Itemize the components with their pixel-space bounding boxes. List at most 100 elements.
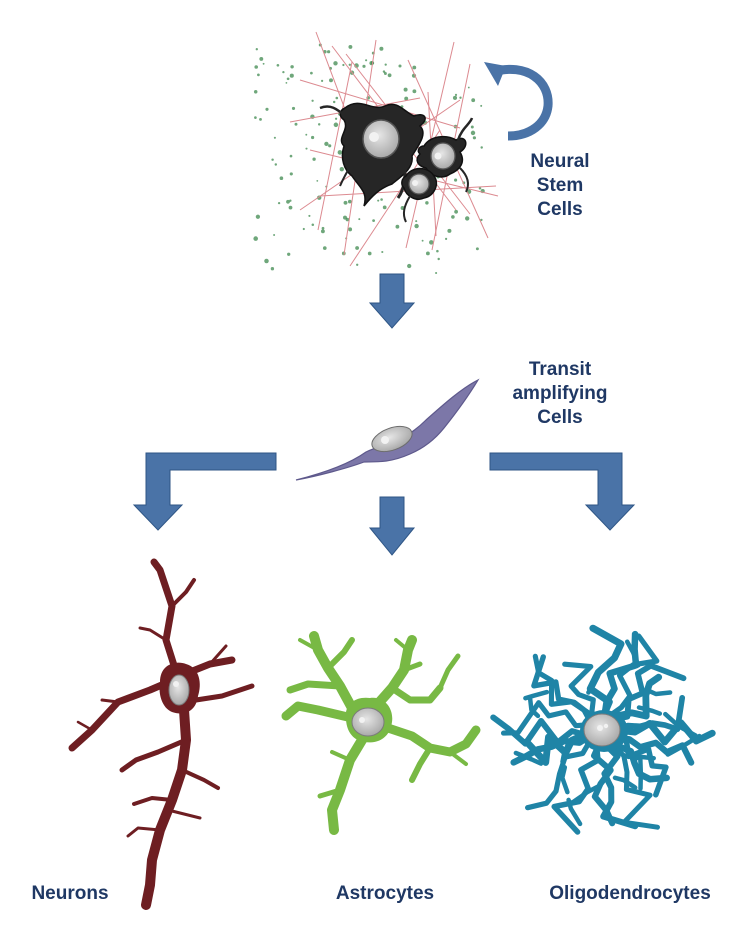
niche-dot xyxy=(257,73,260,77)
niche-dot xyxy=(294,122,298,126)
niche-dot xyxy=(273,234,276,236)
branch-arrow-left xyxy=(132,452,277,531)
niche-dot xyxy=(454,178,458,182)
astrocyte-body xyxy=(345,697,393,743)
niche-dot xyxy=(425,201,429,205)
niche-dot xyxy=(412,65,417,70)
oligodendrocyte-process-branch xyxy=(566,797,583,827)
niche-dot xyxy=(355,246,360,250)
circular-arrow-icon xyxy=(484,62,553,141)
niche-dot xyxy=(377,199,380,202)
niche-dot xyxy=(255,214,261,219)
niche-dot xyxy=(398,64,402,68)
niche-dot xyxy=(289,154,293,158)
niche-dot xyxy=(379,46,384,51)
niche-dot xyxy=(310,135,315,140)
niche-dot xyxy=(287,252,291,256)
stem-cell-small xyxy=(401,167,438,223)
niche-dot xyxy=(429,240,434,245)
niche-dot xyxy=(356,263,359,266)
niche-dot xyxy=(254,116,257,119)
niche-dot xyxy=(277,201,281,205)
niche-dot xyxy=(367,251,372,256)
astrocytes-label: Astrocytes xyxy=(335,883,435,904)
niche-dot xyxy=(289,199,292,202)
niche-dot xyxy=(404,96,409,101)
niche-dot xyxy=(259,56,264,61)
niche-dot xyxy=(403,87,408,92)
oligodendrocyte-process-branch xyxy=(560,742,571,765)
oligodendrocyte-process-branch xyxy=(636,705,663,716)
oligodendrocyte-process-branch xyxy=(663,711,698,738)
branch-arrow-center xyxy=(368,496,416,556)
transit-amplifying-cell xyxy=(295,378,480,481)
niche-dot xyxy=(480,146,483,149)
niche-dot xyxy=(380,198,383,201)
niche-dot xyxy=(472,136,476,140)
niche-dot xyxy=(348,44,353,49)
niche-dot xyxy=(382,70,386,73)
neurons-label: Neurons xyxy=(31,883,109,904)
transit-amplifying-line-2: amplifying xyxy=(512,383,608,404)
niche-dot xyxy=(289,172,293,176)
niche-dot xyxy=(454,93,458,96)
niche-dot xyxy=(317,123,321,126)
niche-dot xyxy=(310,71,313,75)
niche-dot xyxy=(320,229,325,234)
niche-dot xyxy=(289,73,294,78)
niche-dot xyxy=(348,227,353,232)
niche-dot xyxy=(333,61,338,66)
oligodendrocyte-process-branch xyxy=(523,689,550,701)
oligodendrocyte-process-branch xyxy=(624,639,641,668)
niche-dot xyxy=(285,82,288,84)
niche-dot xyxy=(436,249,439,253)
niche-dot xyxy=(395,224,400,229)
oligodendrocyte-process-branch xyxy=(527,697,541,719)
niche-dot xyxy=(327,50,331,54)
niche-dot xyxy=(470,125,474,129)
niche-dot xyxy=(332,100,336,104)
niche-dot xyxy=(339,167,344,172)
neural-stem-cells-line-3: Cells xyxy=(537,199,583,220)
niche-dot xyxy=(451,215,455,219)
niche-dot xyxy=(265,107,269,111)
niche-dot xyxy=(414,223,419,229)
niche-dot xyxy=(279,176,284,180)
neuron-cell xyxy=(68,558,255,910)
niche-dot xyxy=(305,133,308,136)
niche-dot xyxy=(445,237,448,240)
niche-dot xyxy=(347,199,352,204)
neuron-body xyxy=(159,662,200,714)
oligodendrocyte-process-branch xyxy=(630,754,656,763)
niche-dot xyxy=(334,117,338,120)
niche-dot xyxy=(305,147,308,150)
transit-amplifying-line-3: Cells xyxy=(537,407,583,428)
niche-dot xyxy=(255,48,258,51)
niche-dot xyxy=(322,246,327,250)
niche-dot xyxy=(365,59,368,62)
niche-dot xyxy=(384,63,387,66)
stem-cell-large xyxy=(319,102,426,207)
niche-dot xyxy=(421,239,424,242)
oligodendrocyte-process-branch xyxy=(612,775,638,790)
transit-amplifying-cells-label: Transit amplifying Cells xyxy=(495,358,625,430)
niche-dot xyxy=(415,220,418,223)
niche-dot xyxy=(412,89,417,94)
niche-dot xyxy=(253,90,258,94)
niche-dot xyxy=(475,247,479,251)
niche-dot xyxy=(437,257,440,261)
niche-dot xyxy=(273,136,276,139)
niche-dot xyxy=(362,64,366,68)
niche-dot xyxy=(337,150,343,155)
niche-dot xyxy=(288,205,293,210)
niche-dot xyxy=(311,223,315,226)
neural-stem-cells-line-2: Stem xyxy=(536,175,584,196)
niche-dot xyxy=(290,65,294,69)
niche-dot xyxy=(342,63,345,67)
niche-dot xyxy=(383,72,387,75)
neural-stem-cell-cluster xyxy=(253,31,553,275)
niche-dot xyxy=(465,216,470,221)
niche-dot xyxy=(343,215,347,220)
niche-dot xyxy=(335,96,339,100)
